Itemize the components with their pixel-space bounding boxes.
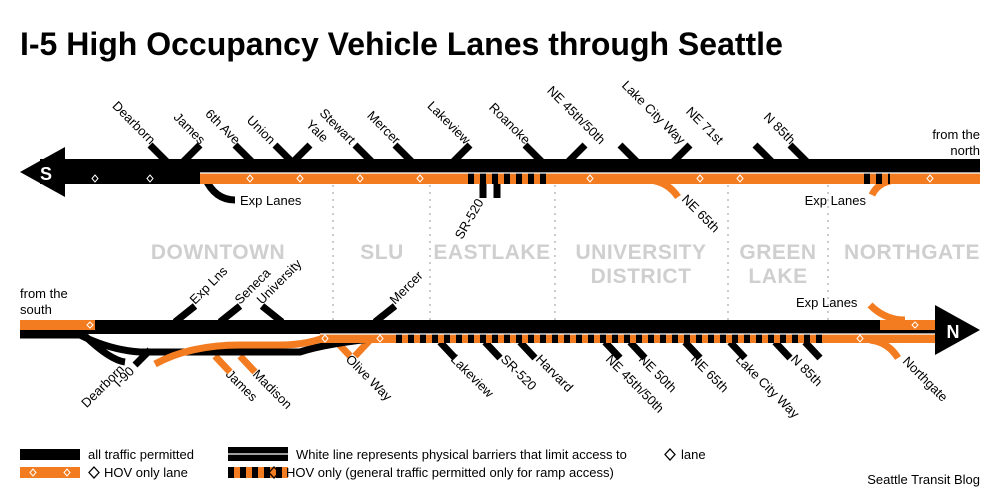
district-university-line2: DISTRICT bbox=[591, 265, 692, 288]
legend-hov-only: HOV only lane bbox=[104, 465, 188, 480]
legend-hov-ramp: HOV only (general traffic permitted only… bbox=[286, 465, 614, 480]
northbound-ramp-stubs-below bbox=[82, 333, 901, 375]
sb-label-dearborn: Dearborn bbox=[110, 98, 159, 147]
northbound-letter: N bbox=[947, 322, 960, 342]
sb-label-ne-65th: NE 65th bbox=[679, 192, 723, 236]
sb-label-lakeview: Lakeview bbox=[425, 98, 474, 147]
southbound-hov-ramp-access bbox=[462, 173, 552, 184]
diamond-icon bbox=[88, 466, 100, 479]
southbound-hov-diamonds bbox=[91, 174, 934, 183]
district-green-lake-line1: GREEN bbox=[739, 241, 816, 264]
district-eastlake: EASTLAKE bbox=[433, 241, 550, 264]
nb-label-exp-lanes: Exp Lanes bbox=[796, 295, 858, 310]
district-university-line1: UNIVERSITY bbox=[575, 241, 706, 264]
sb-label-6th-ave: 6th Ave bbox=[202, 106, 243, 147]
nb-label-exp-lns: Exp Lns bbox=[187, 263, 231, 307]
northbound-roadway: N bbox=[20, 302, 980, 375]
legend-swatch-barrier-top bbox=[228, 447, 288, 454]
nb-label-harvard: Harvard bbox=[533, 352, 576, 395]
sb-label-mercer: Mercer bbox=[364, 108, 404, 148]
district-green-lake-line2: LAKE bbox=[748, 265, 807, 288]
sb-label-roanoke: Roanoke bbox=[486, 100, 533, 147]
district-labels: DOWNTOWN SLU EASTLAKE UNIVERSITY DISTRIC… bbox=[151, 241, 980, 288]
nb-label-lakeview: Lakeview bbox=[448, 352, 497, 401]
sb-label-lake-city-way: Lake City Way bbox=[619, 78, 689, 148]
sb-label-n-85th: N 85th bbox=[761, 109, 799, 147]
sb-label-sr-520: SR-520 bbox=[452, 196, 487, 242]
southbound-general-lanes bbox=[40, 159, 980, 173]
southbound-roadway: S bbox=[20, 142, 980, 204]
sb-label-union: Union bbox=[244, 112, 279, 147]
nb-label-mercer: Mercer bbox=[387, 267, 427, 307]
diagram-title: I-5 High Occupancy Vehicle Lanes through… bbox=[20, 26, 783, 62]
diamond-icon bbox=[664, 448, 676, 461]
northbound-hov-ramp-access bbox=[395, 334, 825, 343]
sb-label-ne-45th-50th: NE 45th/50th bbox=[544, 83, 608, 147]
southbound-letter: S bbox=[40, 164, 52, 184]
legend-swatch-all-traffic bbox=[20, 449, 80, 460]
southbound-arrow bbox=[20, 147, 65, 197]
northbound-hov-diamonds bbox=[86, 321, 919, 343]
legend-white-line: White line represents physical barriers … bbox=[296, 447, 627, 462]
nb-label-ne-65th: NE 65th bbox=[688, 352, 732, 396]
northbound-ramp-stubs bbox=[172, 302, 906, 325]
district-slu: SLU bbox=[360, 241, 404, 264]
sb-from-north-line1: from the bbox=[932, 127, 980, 142]
sb-label-exp-lanes-right: Exp Lanes bbox=[805, 193, 867, 208]
credit: Seattle Transit Blog bbox=[867, 472, 980, 487]
district-downtown: DOWNTOWN bbox=[151, 241, 285, 264]
nb-from-south-line1: from the bbox=[20, 286, 68, 301]
northbound-arrow bbox=[935, 305, 980, 355]
sb-label-ne-71st: NE 71st bbox=[683, 104, 727, 148]
legend-all-traffic: all traffic permitted bbox=[88, 447, 194, 462]
sb-label-exp-lanes-left: Exp Lanes bbox=[240, 193, 302, 208]
northbound-general-lanes bbox=[20, 320, 940, 334]
legend-swatch-hov bbox=[20, 467, 80, 478]
nb-label-northgate: Northgate bbox=[900, 354, 951, 405]
nb-label-olive-way: Olive Way bbox=[343, 352, 396, 405]
district-northgate: NORTHGATE bbox=[844, 241, 980, 264]
legend: all traffic permitted HOV only lane Whit… bbox=[20, 447, 706, 480]
district-dividers bbox=[332, 185, 829, 320]
legend-swatch-hov-ramp bbox=[228, 467, 288, 478]
legend-white-line-suffix: lane bbox=[681, 447, 706, 462]
sb-from-north-line2: north bbox=[950, 143, 980, 158]
nb-from-south-line2: south bbox=[20, 302, 52, 317]
